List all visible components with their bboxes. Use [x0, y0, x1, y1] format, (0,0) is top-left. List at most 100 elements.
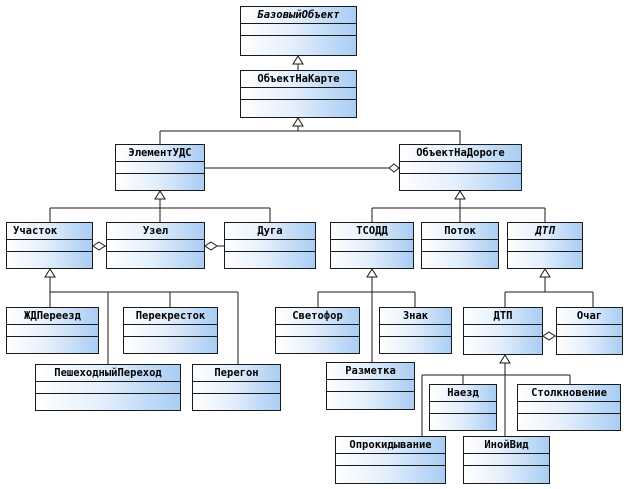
- class-box-dtp-abstract: ДТП: [507, 222, 583, 269]
- class-box-rollover: Опрокидывание: [335, 436, 446, 484]
- class-name: ДТП: [493, 310, 513, 322]
- class-name: Узел: [142, 225, 169, 237]
- divider: [116, 173, 204, 174]
- divider: [327, 379, 414, 380]
- divider: [508, 239, 582, 240]
- divider: [241, 99, 356, 100]
- divider: [225, 239, 315, 240]
- class-name: Опрокидывание: [349, 439, 432, 451]
- class-box-base-object: БазовыйОбъект: [240, 6, 357, 56]
- divider: [107, 251, 204, 252]
- class-name: Наезд: [447, 387, 479, 399]
- inheritance-arrow: [154, 190, 166, 200]
- aggregation-diamond: [204, 241, 218, 251]
- divider: [331, 251, 413, 252]
- divider: [380, 324, 451, 325]
- divider: [557, 336, 622, 337]
- divider: [464, 453, 549, 454]
- divider: [7, 324, 98, 325]
- class-box-stretch: Перегон: [192, 364, 281, 411]
- divider: [430, 401, 496, 402]
- class-box-road-object: ОбъектНаДороге: [399, 144, 522, 191]
- class-box-tsodd: ТСОДД: [330, 222, 414, 269]
- divider: [430, 413, 496, 414]
- divider: [518, 413, 620, 414]
- divider: [331, 239, 413, 240]
- divider: [422, 239, 498, 240]
- class-name: ЖДПереезд: [24, 310, 81, 322]
- class-box-hotspot: Очаг: [556, 307, 623, 355]
- divider: [7, 336, 98, 337]
- divider: [193, 381, 280, 382]
- divider: [241, 23, 356, 24]
- divider: [464, 336, 542, 337]
- class-name: ДТП: [535, 225, 555, 237]
- class-name: Знак: [402, 310, 429, 322]
- class-name: Разметка: [345, 365, 396, 377]
- inheritance-arrow: [292, 55, 304, 65]
- inheritance-arrow: [366, 268, 378, 278]
- divider: [557, 324, 622, 325]
- class-name: ОбъектНаКарте: [257, 73, 340, 85]
- divider: [124, 324, 217, 325]
- divider: [422, 251, 498, 252]
- class-box-dtp: ДТП: [463, 307, 543, 355]
- aggregation-diamond: [388, 163, 400, 173]
- class-box-hit: Наезд: [429, 384, 497, 431]
- class-name: Поток: [444, 225, 476, 237]
- inheritance-arrow: [499, 354, 511, 364]
- divider: [7, 239, 92, 240]
- divider: [464, 324, 542, 325]
- divider: [241, 35, 356, 36]
- divider: [116, 161, 204, 162]
- divider: [336, 465, 445, 466]
- class-box-node: Узел: [106, 222, 205, 269]
- inheritance-arrow: [292, 117, 304, 127]
- class-box-section: Участок: [6, 222, 93, 269]
- divider: [380, 336, 451, 337]
- class-box-marking: Разметка: [326, 362, 415, 410]
- divider: [241, 87, 356, 88]
- class-name: ОбъектНаДороге: [416, 147, 505, 159]
- inheritance-arrow: [44, 268, 56, 278]
- class-box-railway-crossing: ЖДПереезд: [6, 307, 99, 354]
- class-name: Перегон: [214, 367, 259, 379]
- divider: [36, 381, 180, 382]
- class-name: ПешеходныйПереход: [54, 367, 162, 379]
- divider: [36, 393, 180, 394]
- divider: [518, 401, 620, 402]
- aggregation-diamond: [92, 241, 106, 251]
- divider: [107, 239, 204, 240]
- class-name: Светофор: [292, 310, 343, 322]
- class-name: Столкновение: [531, 387, 607, 399]
- class-box-other-type: ИнойВид: [463, 436, 550, 484]
- class-name: Очаг: [576, 310, 603, 322]
- divider: [276, 324, 359, 325]
- class-box-flow: Поток: [421, 222, 499, 269]
- divider: [276, 336, 359, 337]
- class-box-intersection: Перекресток: [123, 307, 218, 354]
- class-name: Дуга: [257, 225, 283, 237]
- class-box-pedestrian-crossing: ПешеходныйПереход: [35, 364, 181, 411]
- class-name: Участок: [13, 225, 58, 237]
- class-name: ЭлементУДС: [128, 147, 192, 159]
- divider: [400, 161, 521, 162]
- class-name: ТСОДД: [356, 225, 388, 237]
- class-box-uds-element: ЭлементУДС: [115, 144, 205, 191]
- divider: [7, 251, 92, 252]
- class-box-arc: Дуга: [224, 222, 316, 269]
- inheritance-arrow: [454, 190, 466, 200]
- class-name: БазовыйОбъект: [257, 9, 340, 21]
- class-box-collision: Столкновение: [517, 384, 621, 431]
- class-box-map-object: ОбъектНаКарте: [240, 70, 357, 118]
- class-box-traffic-light: Светофор: [275, 307, 360, 354]
- divider: [225, 251, 315, 252]
- divider: [400, 173, 521, 174]
- aggregation-diamond: [542, 331, 556, 341]
- class-name: ИнойВид: [484, 439, 529, 451]
- divider: [327, 391, 414, 392]
- divider: [508, 251, 582, 252]
- divider: [124, 336, 217, 337]
